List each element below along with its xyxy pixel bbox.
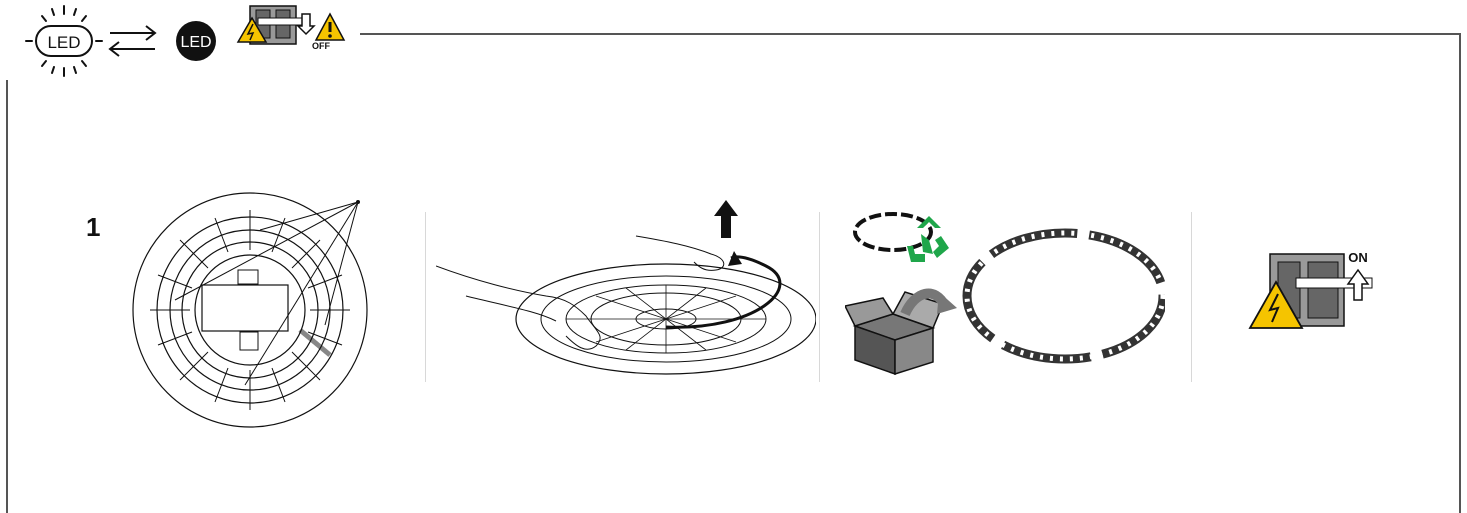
breaker-on-icon: ON [1240,240,1380,345]
switch-label-on: ON [1348,250,1368,265]
led-on-icon: LED [26,6,102,76]
box-icon [845,292,943,374]
panel-divider [1191,212,1192,382]
diffuser-removal [436,196,816,391]
exchange-arrows-icon [110,26,155,56]
recycle-panel [845,206,1165,381]
step-number: 1 [86,212,100,243]
led-off-icon: LED [176,21,216,61]
panel-divider [819,212,820,382]
led-label-light: LED [47,33,80,52]
panel-divider [425,212,426,382]
led-label-dark: LED [180,34,211,51]
breaker-off-icon: OFF [238,6,344,51]
fixture-top-view [120,190,380,435]
led-ring-icon [967,233,1163,359]
switch-label-off: OFF [312,41,330,51]
header-icon-row: LED LED OFF [0,0,360,80]
